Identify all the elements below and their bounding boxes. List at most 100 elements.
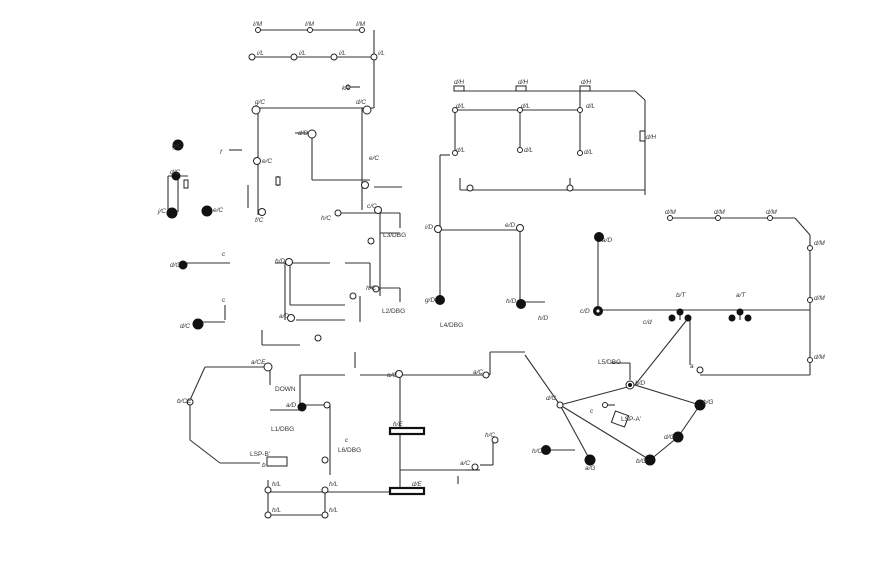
node-switch-vc <box>321 456 329 464</box>
node-hl-4 <box>321 511 329 519</box>
node-fc <box>258 208 266 216</box>
label-l3-dbg: L3/DBG <box>383 232 406 239</box>
label-im-3: I/M <box>356 21 366 28</box>
node-hc-mid <box>372 285 380 293</box>
switch-box-mid <box>275 176 281 186</box>
node-hd <box>285 258 293 266</box>
node-hc-low <box>491 436 499 444</box>
label-cd: c/D <box>580 308 590 315</box>
node-gc <box>251 105 261 115</box>
node-switch-mid <box>367 237 375 245</box>
label-bg-upper: b/G <box>703 399 713 406</box>
node-hd-right <box>516 299 526 309</box>
label-ac: a/C <box>387 372 397 379</box>
label-dl-6: d/L <box>584 149 593 156</box>
node-il-4 <box>370 53 378 61</box>
node-gd <box>435 295 445 305</box>
label-a-switch: a <box>690 363 694 370</box>
dh-box-3 <box>579 85 591 92</box>
node-ac-low <box>471 463 479 471</box>
node-dc-low <box>192 318 204 330</box>
node-switch-low <box>323 401 331 409</box>
label-dc-low: d/C <box>180 323 190 330</box>
node-at-right <box>744 314 752 322</box>
label-hc-right: h/C <box>532 448 542 455</box>
node-gc-filled <box>172 139 184 151</box>
node-ad <box>287 314 295 322</box>
mid-left-cluster: d/C d/C h/D a/D h/C L2/DBG c c <box>170 237 405 346</box>
node-at-center <box>736 308 744 316</box>
label-dl-2: d/L <box>521 103 530 110</box>
label-ed: e/D <box>505 222 515 229</box>
node-il-1 <box>248 53 256 61</box>
node-dl-6 <box>577 150 583 156</box>
node-dl-4 <box>452 150 458 156</box>
node-id <box>434 225 442 233</box>
dh-box-4 <box>639 130 646 142</box>
node-dm-5 <box>807 297 813 303</box>
label-fc: f/C <box>255 217 264 224</box>
node-il-3 <box>330 53 338 61</box>
node-bce <box>186 398 194 406</box>
node-dd <box>307 129 317 139</box>
node-ace <box>263 362 273 372</box>
node-dc-right <box>556 401 564 409</box>
label-hc: h/C <box>321 215 331 222</box>
label-il-3: i/L <box>339 50 346 57</box>
top-left-cluster: I/M I/M I/M i/L i/L i/L i/L k/L g/C d/C … <box>157 21 406 296</box>
label-dl-4: d/L <box>456 147 465 154</box>
label-c-right: c <box>590 408 594 415</box>
label-bg-lower: b/G <box>636 458 646 465</box>
node-dc-mid <box>178 260 188 270</box>
label-ag: a/G <box>585 465 595 472</box>
label-ec-right: e/C <box>213 207 223 214</box>
label-ec-left: e/C <box>262 158 272 165</box>
node-switch-top <box>361 181 369 189</box>
node-kl <box>345 84 351 90</box>
label-dg: d/G <box>664 434 674 441</box>
label-kl: k/L <box>342 85 351 92</box>
node-ad-low <box>297 402 307 412</box>
label-dh-2: d/H <box>518 79 528 86</box>
node-cross <box>314 334 322 342</box>
label-hl-1: h/L <box>272 481 281 488</box>
label-il-2: i/L <box>299 50 306 57</box>
node-hl-3 <box>264 511 272 519</box>
label-l5-dbg: L5/DBG <box>598 359 621 366</box>
label-down: DOWN <box>275 386 296 393</box>
label-gc-filled: g/C <box>172 143 182 150</box>
node-jc-filled <box>166 207 178 219</box>
node-hl-2 <box>321 486 329 494</box>
label-dm-3: d/M <box>766 209 777 216</box>
node-at-left <box>728 314 736 322</box>
label-hc-mid: h/C <box>366 285 376 292</box>
node-dm-6 <box>807 357 813 363</box>
label-f: f <box>220 149 223 156</box>
node-switch-tr1 <box>466 184 474 192</box>
bottom-left-cluster: a/CE b/CE DOWN a/D L1/DBG a/C a/C h/E d/… <box>177 351 525 519</box>
node-switch-r2 <box>602 402 608 408</box>
label-l4-dbg: L4/DBG <box>440 322 463 329</box>
bus-bar-lower <box>388 486 426 496</box>
node-switch-r <box>696 366 704 374</box>
node-dm-1 <box>667 215 673 221</box>
label-dm-5: d/M <box>814 295 825 302</box>
dh-box-2 <box>515 85 527 92</box>
node-ed <box>516 224 524 232</box>
label-id: i/D <box>425 224 433 231</box>
label-dc-filled: d/C <box>170 169 180 176</box>
label-ec-switch: e/C <box>369 155 379 162</box>
label-hl-4: h/L <box>329 507 338 514</box>
label-hc-low: h/C <box>485 432 495 439</box>
label-hd: h/D <box>275 258 285 265</box>
label-lsp-a: LSP-A' <box>621 416 641 423</box>
node-dc-filled <box>171 171 181 181</box>
label-dh-4: d/H <box>646 134 656 141</box>
label-ad: a/D <box>279 313 289 320</box>
label-c-top: c <box>222 251 226 258</box>
node-switch-tr2 <box>566 184 574 192</box>
node-dl-1 <box>452 107 458 113</box>
label-cc: c/C <box>367 203 377 210</box>
